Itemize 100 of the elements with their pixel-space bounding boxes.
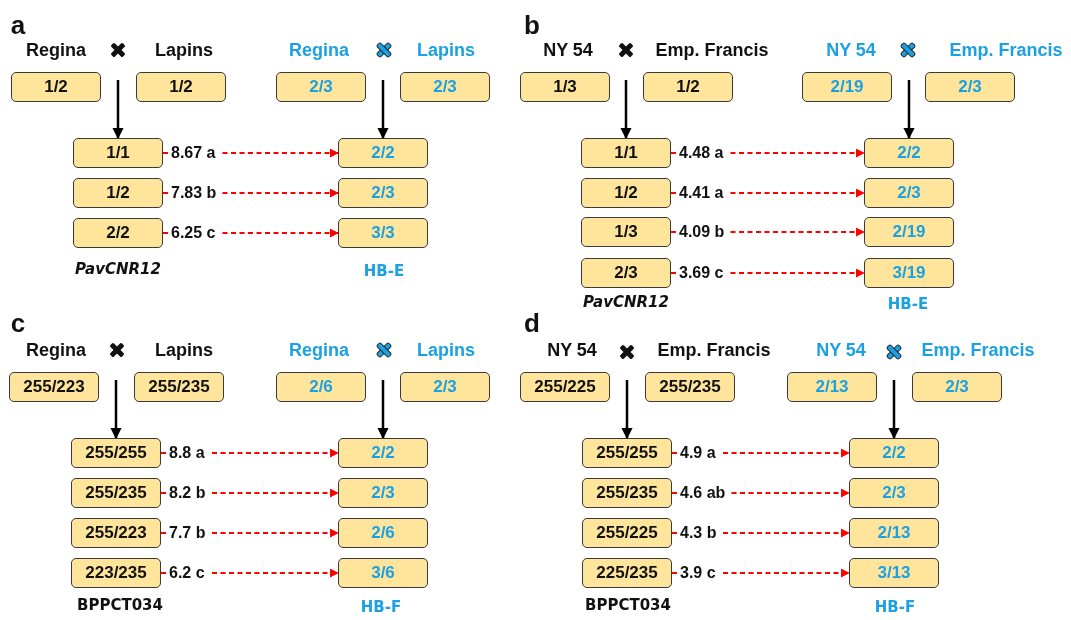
genotype-box — [73, 178, 163, 208]
parent-name: Lapins — [417, 40, 475, 61]
genotype-text: 2/2 — [882, 443, 906, 463]
arrow — [377, 380, 389, 440]
genotype-box — [864, 178, 954, 208]
genotype-text: 1/3 — [614, 222, 638, 242]
genotype-text: 2/3 — [614, 263, 638, 283]
genotype-box — [581, 217, 671, 247]
marker-name: HB-F — [360, 598, 402, 616]
genotype-box — [582, 478, 672, 508]
marker-name: PavCNR12 — [583, 293, 669, 311]
genotype-text: 3/19 — [892, 263, 926, 283]
panel-letter: c — [10, 308, 26, 339]
genotype-text: 2/3 — [433, 77, 457, 97]
genotype-box — [581, 258, 671, 288]
genotype-text: 255/223 — [85, 523, 147, 543]
genotype-box — [582, 558, 672, 588]
genotype-text: 2/3 — [309, 77, 333, 97]
genotype-text: 2/2 — [371, 143, 395, 163]
genotype-box — [582, 438, 672, 468]
genotype-text: 2/6 — [371, 523, 395, 543]
genotype-box — [338, 558, 428, 588]
genotype-text: 255/225 — [534, 377, 596, 397]
genotype-text: 2/19 — [830, 77, 864, 97]
arrow — [110, 380, 122, 440]
marker-name: HB-E — [363, 262, 405, 280]
genotype-box — [338, 178, 428, 208]
genotype-text: 2/2 — [106, 223, 130, 243]
genotype-text: 2/2 — [371, 443, 395, 463]
genotype-text: 255/235 — [85, 483, 147, 503]
marker-name: HB-F — [874, 598, 916, 616]
genotype-text: 2/3 — [371, 483, 395, 503]
genotype-text: 2/3 — [371, 183, 395, 203]
parent-name: Emp. Francis — [657, 340, 771, 361]
genotype-box — [338, 478, 428, 508]
genotype-box — [71, 558, 161, 588]
genotype-box — [581, 138, 671, 168]
parent-name: Emp. Francis — [655, 40, 769, 61]
parent-name: Lapins — [417, 340, 475, 361]
parent-name: NY 54 — [816, 340, 866, 361]
marker-name: BPPCT034 — [585, 596, 671, 614]
genotype-text: 1/2 — [106, 183, 130, 203]
marker-name: BPPCT034 — [77, 596, 163, 614]
genotype-text: 225/235 — [596, 563, 658, 583]
genotype-box — [849, 438, 939, 468]
parent-name: Emp. Francis — [949, 40, 1063, 61]
parent-name: Regina — [289, 40, 349, 61]
genotype-box — [864, 217, 954, 247]
parent-name: Regina — [289, 340, 349, 361]
genotype-text: 2/13 — [877, 523, 911, 543]
genotype-text: 255/223 — [23, 377, 85, 397]
genotype-text: 2/3 — [945, 377, 969, 397]
genotype-box — [338, 518, 428, 548]
genotype-box — [338, 138, 428, 168]
genotype-box — [581, 178, 671, 208]
genotype-text: 1/3 — [553, 77, 577, 97]
parent-name: Lapins — [155, 340, 213, 361]
genotype-text: 3/3 — [371, 223, 395, 243]
genotype-box — [849, 518, 939, 548]
parent-name: Regina — [26, 40, 86, 61]
genotype-text: 1/1 — [106, 143, 130, 163]
genotype-text: 2/3 — [882, 483, 906, 503]
genotype-text: 2/3 — [958, 77, 982, 97]
arrow — [112, 80, 124, 140]
marker-name: PavCNR12 — [75, 260, 161, 278]
genotype-box — [849, 478, 939, 508]
arrow — [620, 80, 632, 140]
parent-name: NY 54 — [547, 340, 597, 361]
arrow — [888, 380, 900, 440]
arrow — [903, 80, 915, 140]
genotype-text: 2/6 — [309, 377, 333, 397]
genotype-text: 1/2 — [614, 183, 638, 203]
genotype-box — [71, 478, 161, 508]
genotype-text: 2/3 — [433, 377, 457, 397]
genotype-text: 255/235 — [148, 377, 210, 397]
genotype-box — [849, 558, 939, 588]
parent-name: NY 54 — [543, 40, 593, 61]
genotype-text: 1/2 — [44, 77, 68, 97]
genotype-text: 2/13 — [815, 377, 849, 397]
genotype-box — [864, 258, 954, 288]
genotype-text: 1/2 — [169, 77, 193, 97]
genotype-text: 255/235 — [659, 377, 721, 397]
panel-letter: a — [10, 10, 26, 41]
genotype-text: 1/1 — [614, 143, 638, 163]
parent-name: NY 54 — [826, 40, 876, 61]
genotype-text: 3/13 — [877, 563, 911, 583]
genotype-text: 255/255 — [85, 443, 147, 463]
genotype-text: 3/6 — [371, 563, 395, 583]
genotype-box — [71, 518, 161, 548]
genotype-box — [338, 218, 428, 248]
genotype-box — [71, 438, 161, 468]
genotype-box — [73, 138, 163, 168]
genotype-box — [338, 438, 428, 468]
genotype-box — [864, 138, 954, 168]
genotype-text: 255/255 — [596, 443, 658, 463]
genotype-text: 2/19 — [892, 222, 926, 242]
panel-letter: b — [524, 10, 540, 41]
genotype-text: 1/2 — [676, 77, 700, 97]
genotype-text: 255/225 — [596, 523, 658, 543]
parent-name: Regina — [26, 340, 86, 361]
